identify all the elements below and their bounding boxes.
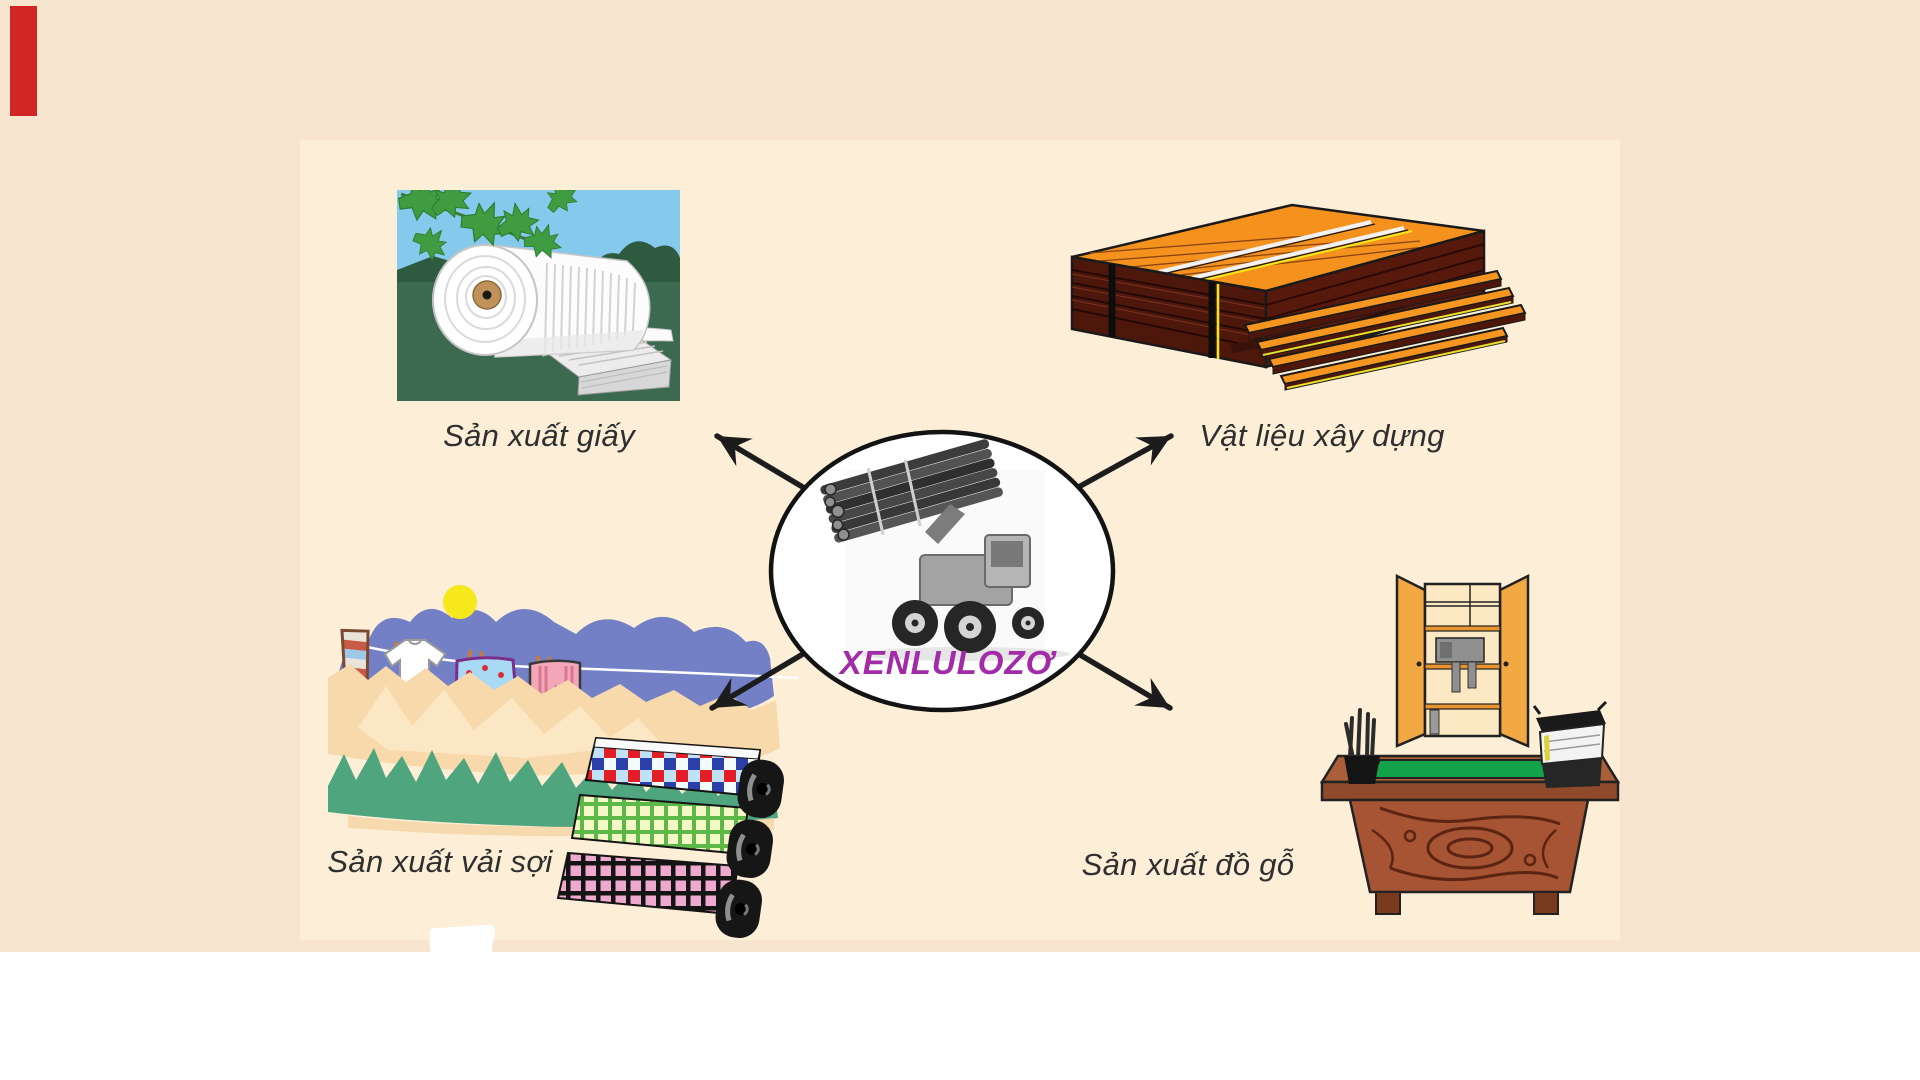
caption-paper-production: Sản xuất giấy (443, 418, 635, 453)
page-bottom-band (0, 952, 1920, 1080)
arrow-lower-left (709, 651, 806, 711)
desk-pad (1368, 759, 1554, 779)
roll-end-cap (715, 879, 762, 938)
paper-production-illustration (397, 190, 680, 401)
caption-textile-production: Sản xuất vải sợi (327, 844, 553, 879)
white-paint-splotch (429, 924, 496, 971)
wood-grain (1371, 806, 1561, 882)
caption-building-materials: Vật liệu xây dựng (1199, 418, 1445, 453)
sun-icon (443, 585, 477, 619)
log-truck-image (820, 439, 1070, 661)
furniture-production-illustration (1320, 573, 1620, 915)
roll-end-cap (737, 759, 784, 818)
loose-planks (1230, 269, 1527, 391)
green-leaves (397, 190, 584, 268)
arrow-upper-right (1072, 433, 1174, 492)
desk (1320, 754, 1620, 915)
red-corner-mark (10, 6, 37, 116)
arrow-lower-right (1074, 650, 1173, 711)
loader-machine (892, 504, 1044, 653)
cabinet-equipment (1429, 637, 1485, 735)
textile-production-illustration (328, 585, 799, 938)
center-node-and-arrows (709, 429, 1174, 713)
log-bundle (820, 439, 1003, 543)
roll-end-cap (726, 819, 773, 878)
caption-furniture-production: Sản xuất đồ gỗ (1081, 847, 1295, 882)
pencil-cup (1344, 708, 1380, 784)
cabinet (1395, 573, 1530, 748)
building-materials-illustration (1070, 203, 1527, 391)
center-label: XENLULOZƠ (839, 644, 1055, 681)
paper-roll (432, 243, 651, 358)
book-stack (1532, 700, 1608, 788)
fabric-rolls (556, 736, 784, 938)
arrow-upper-left (714, 433, 809, 492)
